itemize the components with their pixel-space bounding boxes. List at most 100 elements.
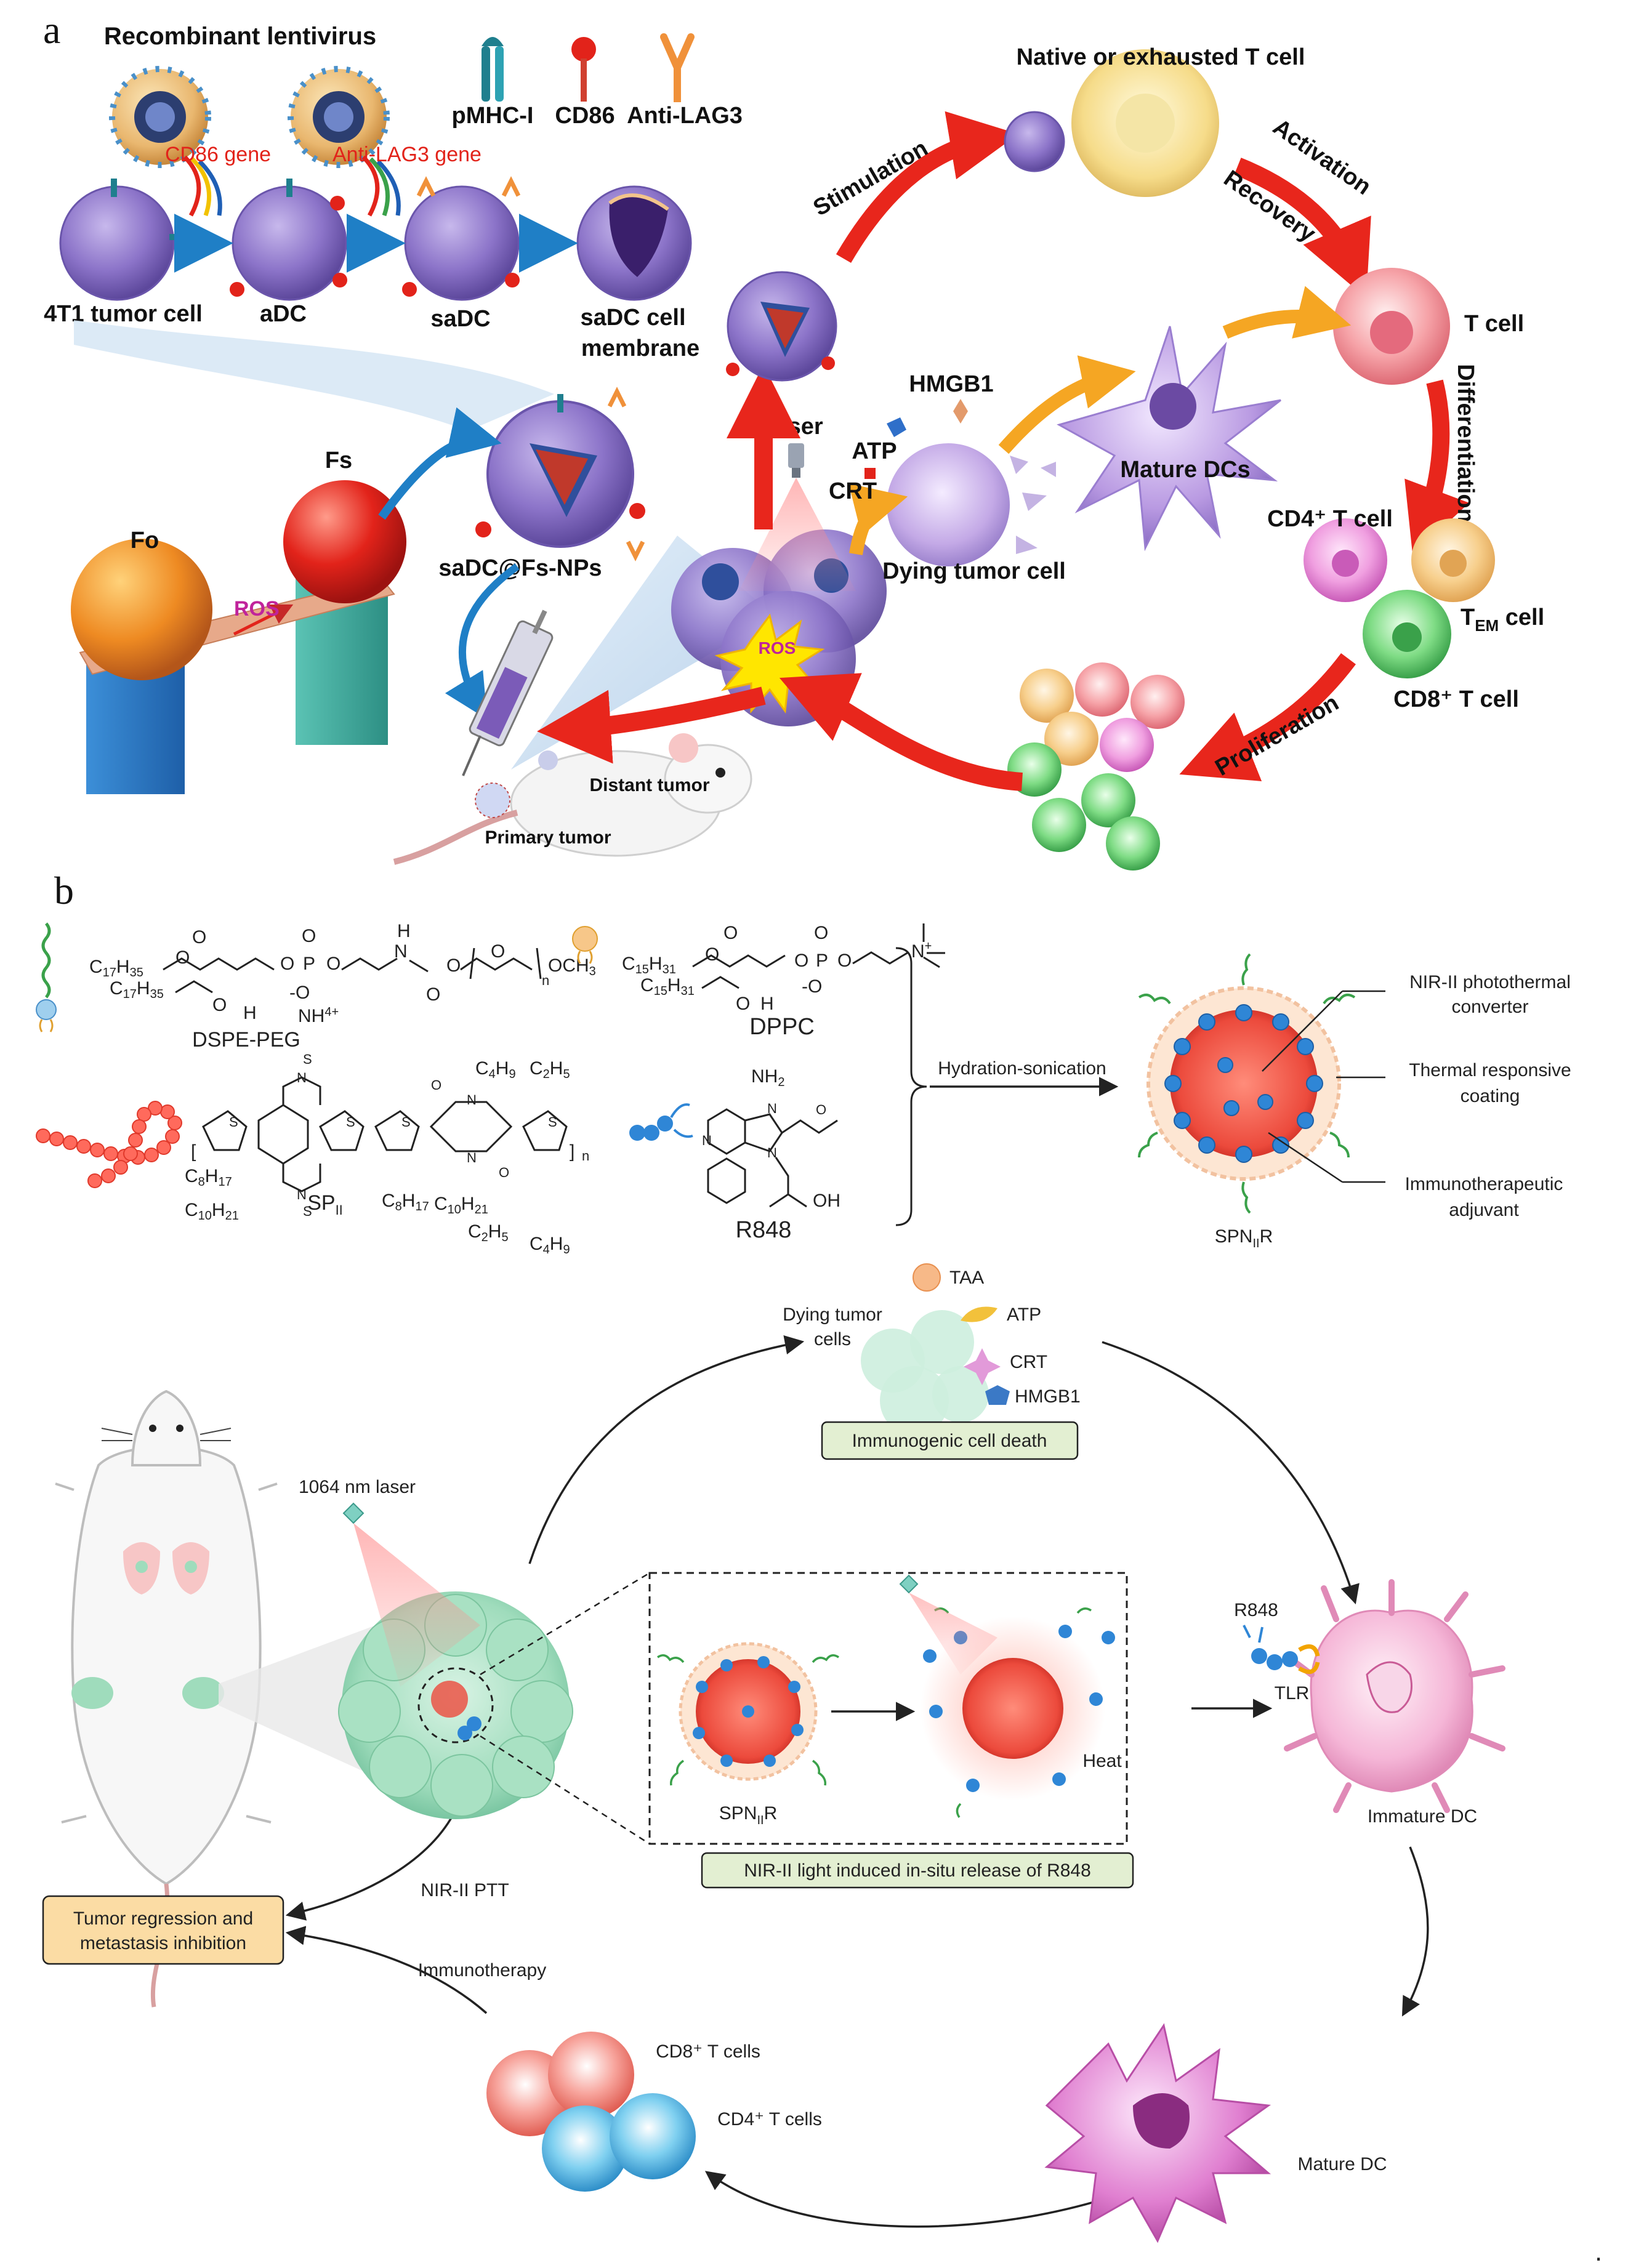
svg-text:N: N (467, 1092, 477, 1108)
label-dppc: DPPC (749, 1014, 815, 1040)
svg-text:O: O (705, 944, 719, 965)
brace (895, 947, 927, 1226)
svg-text:-O: -O (289, 983, 310, 1003)
svg-text:O: O (192, 927, 206, 947)
laser-1064-icon (342, 1502, 365, 1524)
label-sp-ii: SPII (307, 1191, 343, 1218)
release-box (701, 1852, 1134, 1889)
r848-tlr-icon (1243, 1625, 1320, 1675)
label-cd4-t-cells: CD4⁺ T cells (717, 2109, 822, 2129)
crt-star-icon (964, 1348, 1001, 1385)
label-nir-ii-release: NIR-II light induced in-situ release of … (744, 1860, 1091, 1881)
label-immunogenic-cell-death: Immunogenic cell death (852, 1431, 1047, 1451)
legend-cd86: CD86 (555, 103, 615, 129)
label-outcome-line1: Tumor regression and (73, 1908, 253, 1929)
apc-nanoparticle (726, 271, 837, 382)
svg-text:O: O (499, 1165, 509, 1180)
svg-text:]: ] (570, 1141, 574, 1162)
label-crt: CRT (829, 478, 877, 504)
arrow-np-to-syringe (445, 563, 520, 720)
svg-text:N: N (767, 1101, 777, 1116)
svg-text:[: [ (191, 1141, 196, 1162)
mature-dc-icon (1057, 326, 1281, 552)
svg-text:C10H21: C10H21 (434, 1194, 488, 1216)
label-hydration-sonication: Hydration-sonication (938, 1058, 1106, 1079)
svg-text:n: n (542, 973, 549, 988)
label-outcome-line2: metastasis inhibition (80, 1933, 246, 1953)
svg-text:N: N (297, 1070, 307, 1085)
callout-photothermal-line1: NIR-II photothermal (1409, 972, 1571, 992)
legend-atp: ATP (1007, 1305, 1041, 1325)
label-1064-nm-laser: 1064 nm laser (299, 1477, 416, 1497)
panel-a-label: a (43, 8, 60, 52)
crt-square-icon (864, 468, 876, 479)
legend-crt: CRT (1010, 1352, 1047, 1372)
small-apc-cell (1004, 111, 1065, 172)
svg-text:H: H (397, 921, 411, 941)
mouse-top-view-icon (55, 1389, 278, 2008)
label-immunotherapy: Immunotherapy (418, 1960, 546, 1980)
arrow-icd-to-dc (1102, 1341, 1360, 1605)
anti-lag3-icon (660, 33, 695, 102)
svg-text:C2H5: C2H5 (468, 1221, 509, 1244)
svg-text:NH4+: NH4+ (298, 1005, 339, 1026)
sadc-fs-nanoparticle (475, 387, 645, 561)
callout-thermal-line2: coating (1461, 1086, 1520, 1106)
atp-pentagon-icon (887, 417, 906, 437)
laser-beam (739, 478, 856, 591)
label-primary-tumor: Primary tumor (485, 827, 611, 848)
immature-dc-icon (1284, 1579, 1505, 1813)
svg-text:NH2: NH2 (751, 1066, 784, 1089)
svg-text:C4H9: C4H9 (475, 1058, 516, 1081)
label-r848: R848 (736, 1217, 792, 1243)
atp-drop-icon (961, 1306, 997, 1322)
svg-text:H: H (760, 994, 774, 1014)
svg-text:C8H17: C8H17 (185, 1166, 232, 1189)
svg-text:O: O (426, 984, 440, 1005)
arrow-tcells-to-outcome (285, 1926, 488, 2014)
arrow-proliferation (1179, 653, 1356, 781)
svg-text:C2H5: C2H5 (530, 1058, 570, 1081)
release-dashed-box (648, 1572, 1128, 1845)
label-sadc-cell: saDC cell (580, 305, 685, 331)
panel-a: a Recombinant lentivirus CD86 gene Anti-… (43, 8, 1544, 871)
svg-text:S: S (303, 1204, 312, 1219)
sp-ii-chain-icon (36, 1101, 182, 1188)
label-dying-tumor-cells-line2: cells (814, 1329, 851, 1349)
label-sadc: saDC (430, 306, 490, 332)
label-differentiation: Differentiation (1453, 364, 1478, 523)
arrow-to-mouse (537, 686, 766, 764)
mature-dc-bottom-icon (1044, 2023, 1271, 2243)
svg-text:C17H35: C17H35 (89, 957, 143, 979)
dying-tumor-cells-icon (861, 1310, 989, 1435)
fs-sphere (283, 480, 406, 603)
svg-text:S: S (401, 1114, 411, 1130)
syringe-icon (462, 609, 554, 776)
svg-text:O: O (446, 955, 461, 976)
label-adc: aDC (260, 301, 307, 327)
adc-cell (230, 179, 347, 301)
lentivirus-2 (288, 66, 390, 168)
label-dying-tumor-cell: Dying tumor cell (882, 558, 1066, 584)
label-ros-conversion: ROS (234, 597, 280, 621)
dppc-structure: C15H31 C15H31 O O O H O P O -O O N+ (622, 923, 945, 1014)
label-r848-dc: R848 (1234, 1600, 1278, 1620)
svg-text:O: O (736, 994, 750, 1014)
arrow-tumor-to-icd (528, 1335, 805, 1564)
laser-small-icon (899, 1574, 919, 1594)
outcome-box (42, 1895, 284, 1965)
svg-text:S: S (548, 1114, 557, 1130)
lentivirus-1 (109, 66, 211, 168)
svg-text:S: S (346, 1114, 355, 1130)
cd4-t-cell-1 (542, 2105, 628, 2192)
svg-text:OCH3: OCH3 (548, 955, 596, 978)
arrow-tumor-to-dying (848, 483, 908, 555)
sadc-cell (402, 176, 521, 301)
arrow-ptt-to-outcome (285, 1809, 457, 1921)
cd8-t-cell-2 (548, 2032, 634, 2118)
svg-text:O: O (794, 951, 808, 971)
arrow-differentiation (1404, 379, 1470, 555)
cd86-icon (571, 37, 596, 102)
legend-hmgb1: HMGB1 (1015, 1386, 1081, 1407)
